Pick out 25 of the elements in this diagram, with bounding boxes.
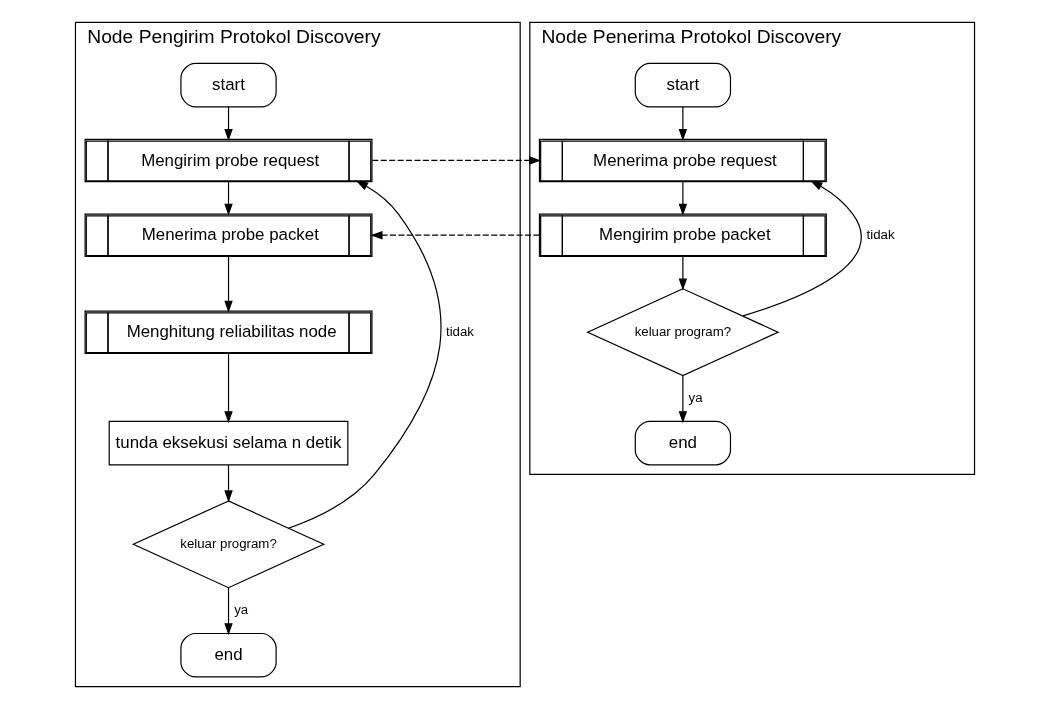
arrow xyxy=(223,464,233,503)
node-box: end xyxy=(634,420,731,466)
arrow xyxy=(369,230,540,240)
edge-label: tidak xyxy=(866,226,895,242)
arrow xyxy=(371,156,541,165)
node-box: start xyxy=(179,62,277,108)
arrow xyxy=(223,587,233,636)
arrow xyxy=(223,255,233,313)
arrow xyxy=(678,106,687,142)
arrow xyxy=(287,180,442,529)
arrow xyxy=(678,181,687,216)
node-box: end xyxy=(179,632,277,678)
arrow xyxy=(742,180,862,317)
edge-label: tidak xyxy=(445,323,474,339)
arrow xyxy=(223,352,233,424)
arrow xyxy=(223,106,233,142)
node-box: tunda eksekusi selama n detik xyxy=(108,420,348,466)
node-diamond: keluar program? xyxy=(131,500,325,589)
node-diamond: keluar program? xyxy=(585,288,780,377)
arrow xyxy=(678,375,687,424)
edge-label: ya xyxy=(688,389,703,405)
arrow xyxy=(678,255,687,291)
edge-label: ya xyxy=(233,601,248,617)
arrow xyxy=(223,181,233,216)
node-box: start xyxy=(634,62,731,108)
